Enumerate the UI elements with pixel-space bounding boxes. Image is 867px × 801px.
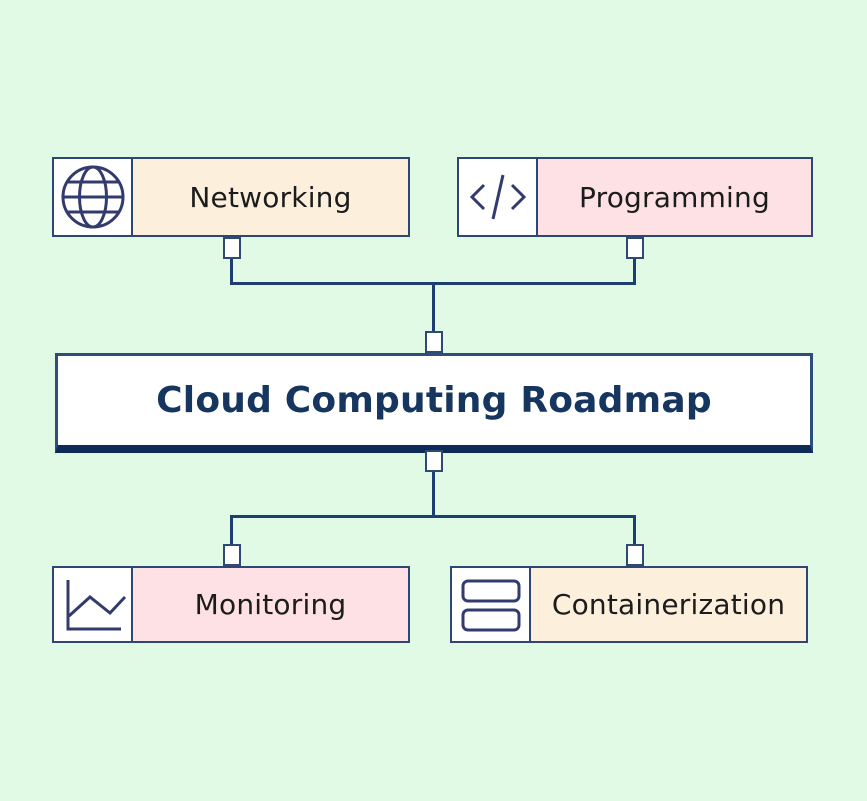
connector-line bbox=[230, 237, 233, 284]
connector-line bbox=[432, 284, 435, 353]
containers-icon bbox=[452, 568, 531, 641]
node-cloud-computing-roadmap[interactable]: Cloud Computing Roadmap bbox=[55, 353, 813, 453]
connector-port bbox=[223, 544, 241, 566]
line-chart-icon bbox=[54, 568, 133, 641]
node-monitoring[interactable]: Monitoring bbox=[52, 566, 410, 643]
node-label: Containerization bbox=[551, 588, 786, 621]
connector-line bbox=[633, 237, 636, 284]
node-containerization[interactable]: Containerization bbox=[450, 566, 808, 643]
connector-port bbox=[626, 237, 644, 259]
node-programming[interactable]: Programming bbox=[457, 157, 813, 237]
connector-port bbox=[223, 237, 241, 259]
connector-line bbox=[432, 450, 435, 517]
node-label: Networking bbox=[189, 180, 352, 214]
globe-icon bbox=[54, 159, 133, 235]
node-networking[interactable]: Networking bbox=[52, 157, 410, 237]
node-label-cell: Monitoring bbox=[133, 568, 408, 641]
connector-line bbox=[230, 517, 233, 566]
node-label-cell: Programming bbox=[538, 159, 811, 235]
diagram-title: Cloud Computing Roadmap bbox=[156, 380, 712, 421]
connector-port bbox=[626, 544, 644, 566]
connector-port bbox=[425, 331, 443, 353]
node-label-cell: Containerization bbox=[531, 568, 806, 641]
code-icon bbox=[459, 159, 538, 235]
node-label: Monitoring bbox=[194, 588, 347, 621]
node-label: Programming bbox=[579, 180, 770, 214]
connector-line bbox=[230, 282, 636, 285]
connector-line bbox=[633, 517, 636, 566]
node-label-cell: Networking bbox=[133, 159, 408, 235]
connector-line bbox=[230, 515, 636, 518]
connector-port bbox=[425, 450, 443, 472]
